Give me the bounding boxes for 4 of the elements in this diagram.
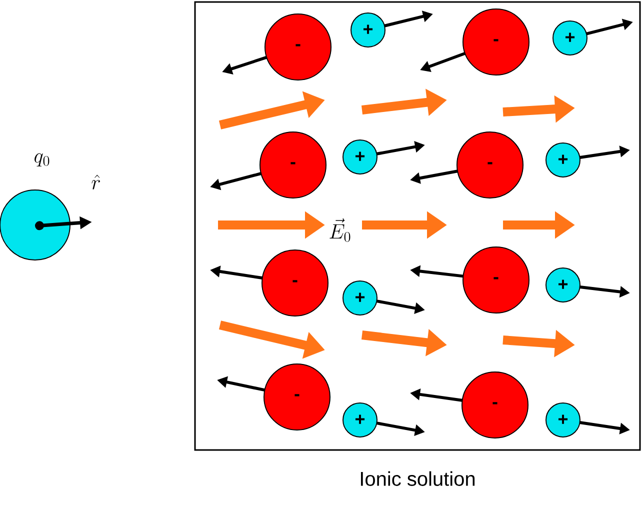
field-label: $\vec{E}_0$ bbox=[330, 218, 350, 242]
unit-vector-label: $\hat{r}$ bbox=[92, 174, 100, 190]
charge-label: $q_0$ bbox=[34, 153, 50, 166]
box-label: Ionic solution bbox=[360, 471, 475, 486]
